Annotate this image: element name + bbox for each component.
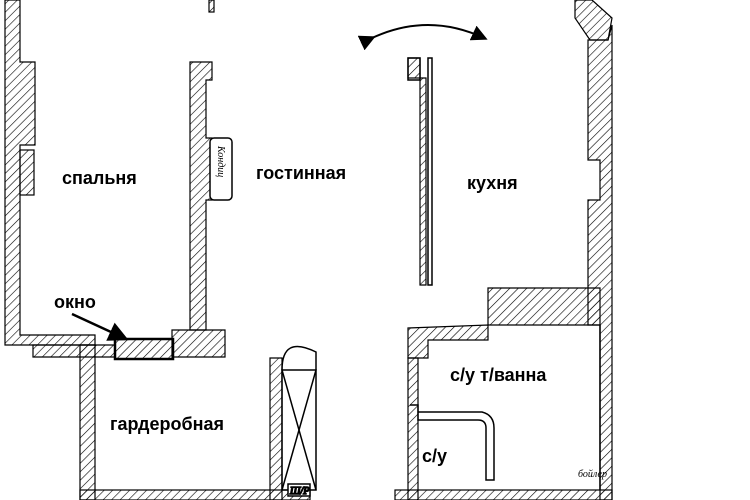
interior-lines: [407, 57, 601, 490]
shaft-label: Ш/Р: [289, 486, 309, 497]
ac-unit: Кондиц: [209, 137, 233, 201]
wall-bathroom-top-block: [487, 287, 601, 326]
boiler-label: бойлер: [578, 469, 607, 480]
window-marker: [71, 312, 175, 361]
wall-corner-angled: [574, 0, 613, 41]
label-toilet: с/у: [422, 446, 447, 466]
wall-bottom-left: [79, 489, 311, 500]
label-bathroom-tub: с/у т/ванна: [450, 365, 547, 385]
label-kitchen: кухня: [467, 173, 518, 193]
walls: [4, 0, 613, 500]
wall-bedroom-bottom-right: [171, 329, 226, 358]
label-bedroom: спальня: [62, 168, 137, 188]
wall-wardrobe-right: [269, 357, 283, 500]
wall-top-column: [208, 0, 215, 13]
bathroom-divider: [410, 404, 495, 481]
ac-label: Кондиц: [215, 145, 226, 177]
label-living-room: гостинная: [256, 163, 346, 183]
wall-bedroom-living-upper: [189, 61, 213, 331]
shaft: Ш/Р: [281, 345, 317, 498]
wall-bathroom-top: [407, 324, 489, 359]
label-wardrobe: гардеробная: [110, 414, 224, 434]
door-swing-arrow: [357, 24, 488, 51]
wall-stub-living: [407, 57, 421, 81]
wall-kitchen-partition: [407, 57, 427, 286]
wall-wardrobe-left: [79, 344, 96, 500]
kitchen-thin-partition: [427, 57, 433, 286]
wall-left-pier-1: [19, 149, 35, 196]
wall-bottom-right: [394, 489, 613, 500]
label-window: окно: [54, 292, 96, 312]
wall-bathroom-left: [407, 357, 419, 500]
window-pointer: [71, 312, 129, 341]
wall-bedroom-bottom: [32, 344, 116, 358]
